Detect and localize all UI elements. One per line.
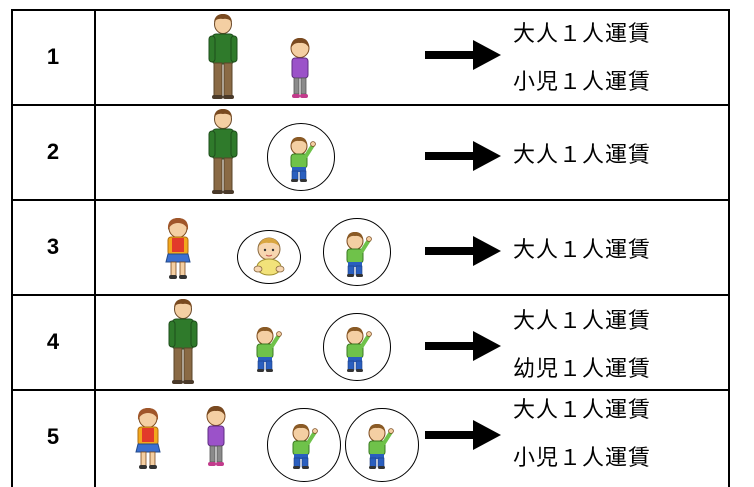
adult-man-icon — [203, 14, 243, 100]
free-child-circle — [267, 123, 335, 191]
row-divider — [11, 104, 730, 106]
right-arrow-icon — [425, 141, 501, 171]
fare-table: 1 大人１人運賃 小児１人運賃 2 大人１人運賃 3 大人１人運賃 4 大人１人… — [11, 10, 730, 482]
right-arrow-icon — [425, 331, 501, 361]
boy-waving-icon — [289, 424, 319, 470]
girl-child-icon — [287, 38, 313, 100]
boy-waving-icon — [343, 327, 373, 373]
row-divider — [11, 389, 730, 391]
fare-line: 大人１人運賃 — [513, 143, 652, 168]
fare-line: 小児１人運賃 — [513, 70, 652, 95]
table-row: 5 大人１人運賃 小児１人運賃 — [11, 390, 730, 484]
boy-waving-icon — [287, 137, 317, 183]
baby-icon — [251, 236, 287, 276]
fare-line: 小児１人運賃 — [513, 446, 652, 471]
row-divider — [11, 199, 730, 201]
table-border-left — [11, 10, 13, 487]
table-border-top — [11, 9, 730, 11]
fare-line: 幼児１人運賃 — [513, 357, 652, 382]
free-child-circle — [345, 408, 419, 482]
adult-woman-icon — [161, 218, 195, 280]
fare-line: 大人１人運賃 — [513, 22, 652, 47]
fare-line: 大人１人運賃 — [513, 238, 652, 263]
table-row: 4 大人１人運賃 幼児１人運賃 — [11, 295, 730, 389]
row-number: 2 — [46, 139, 60, 164]
column-divider — [94, 10, 96, 487]
free-child-circle — [323, 218, 391, 286]
row-number: 4 — [46, 329, 60, 354]
table-border-right — [728, 10, 730, 487]
row-divider — [11, 294, 730, 296]
fare-line: 大人１人運賃 — [513, 309, 652, 334]
fare-line: 大人１人運賃 — [513, 398, 652, 423]
row-number: 3 — [46, 234, 60, 259]
free-child-circle — [323, 313, 391, 381]
free-infant-circle — [237, 230, 301, 284]
girl-child-icon — [203, 406, 229, 468]
row-number: 5 — [46, 424, 60, 449]
table-row: 2 大人１人運賃 — [11, 105, 730, 199]
right-arrow-icon — [425, 420, 501, 450]
adult-woman-icon — [131, 408, 165, 470]
row-number: 1 — [46, 44, 60, 69]
table-row: 1 大人１人運賃 小児１人運賃 — [11, 10, 730, 104]
free-child-circle — [267, 408, 341, 482]
table-row: 3 大人１人運賃 — [11, 200, 730, 294]
boy-waving-icon — [365, 424, 395, 470]
adult-man-icon — [163, 299, 203, 385]
adult-man-icon — [203, 109, 243, 195]
boy-waving-icon — [253, 327, 283, 373]
right-arrow-icon — [425, 40, 501, 70]
boy-waving-icon — [343, 232, 373, 278]
right-arrow-icon — [425, 236, 501, 266]
